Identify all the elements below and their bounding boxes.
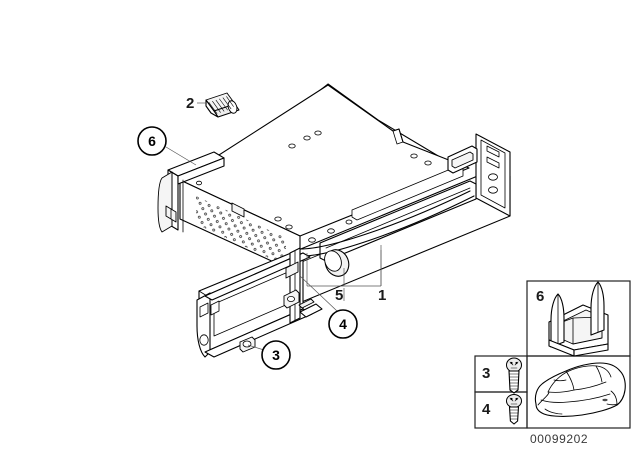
legend-screw-4	[506, 394, 522, 425]
legend-number-3: 3	[482, 365, 491, 382]
part-2-connector	[197, 92, 240, 118]
legend-screw-3	[506, 357, 522, 394]
mounting-cage	[196, 247, 323, 358]
bezel-slots	[486, 145, 500, 194]
legend-car-silhouette	[534, 362, 626, 417]
callout-circles	[137, 126, 358, 370]
face-buttons	[308, 219, 353, 243]
span-bracket-1	[306, 245, 382, 287]
legend-number-4: 4	[482, 401, 491, 418]
diagram-id: 00099202	[530, 432, 589, 446]
part-label-5: 5	[335, 287, 344, 304]
callout-3[interactable]: 3	[272, 347, 280, 363]
mounting-holes-top	[195, 130, 432, 230]
rotary-knob	[324, 249, 350, 277]
rear-bracket-left	[157, 151, 225, 233]
part-label-2: 2	[186, 95, 195, 112]
part-label-1: 1	[378, 287, 387, 304]
legend-grid	[474, 280, 631, 429]
callout-6[interactable]: 6	[148, 133, 156, 149]
legend-clip-6	[548, 281, 609, 357]
legend-number-6: 6	[536, 288, 545, 305]
callout-4[interactable]: 4	[339, 316, 347, 332]
